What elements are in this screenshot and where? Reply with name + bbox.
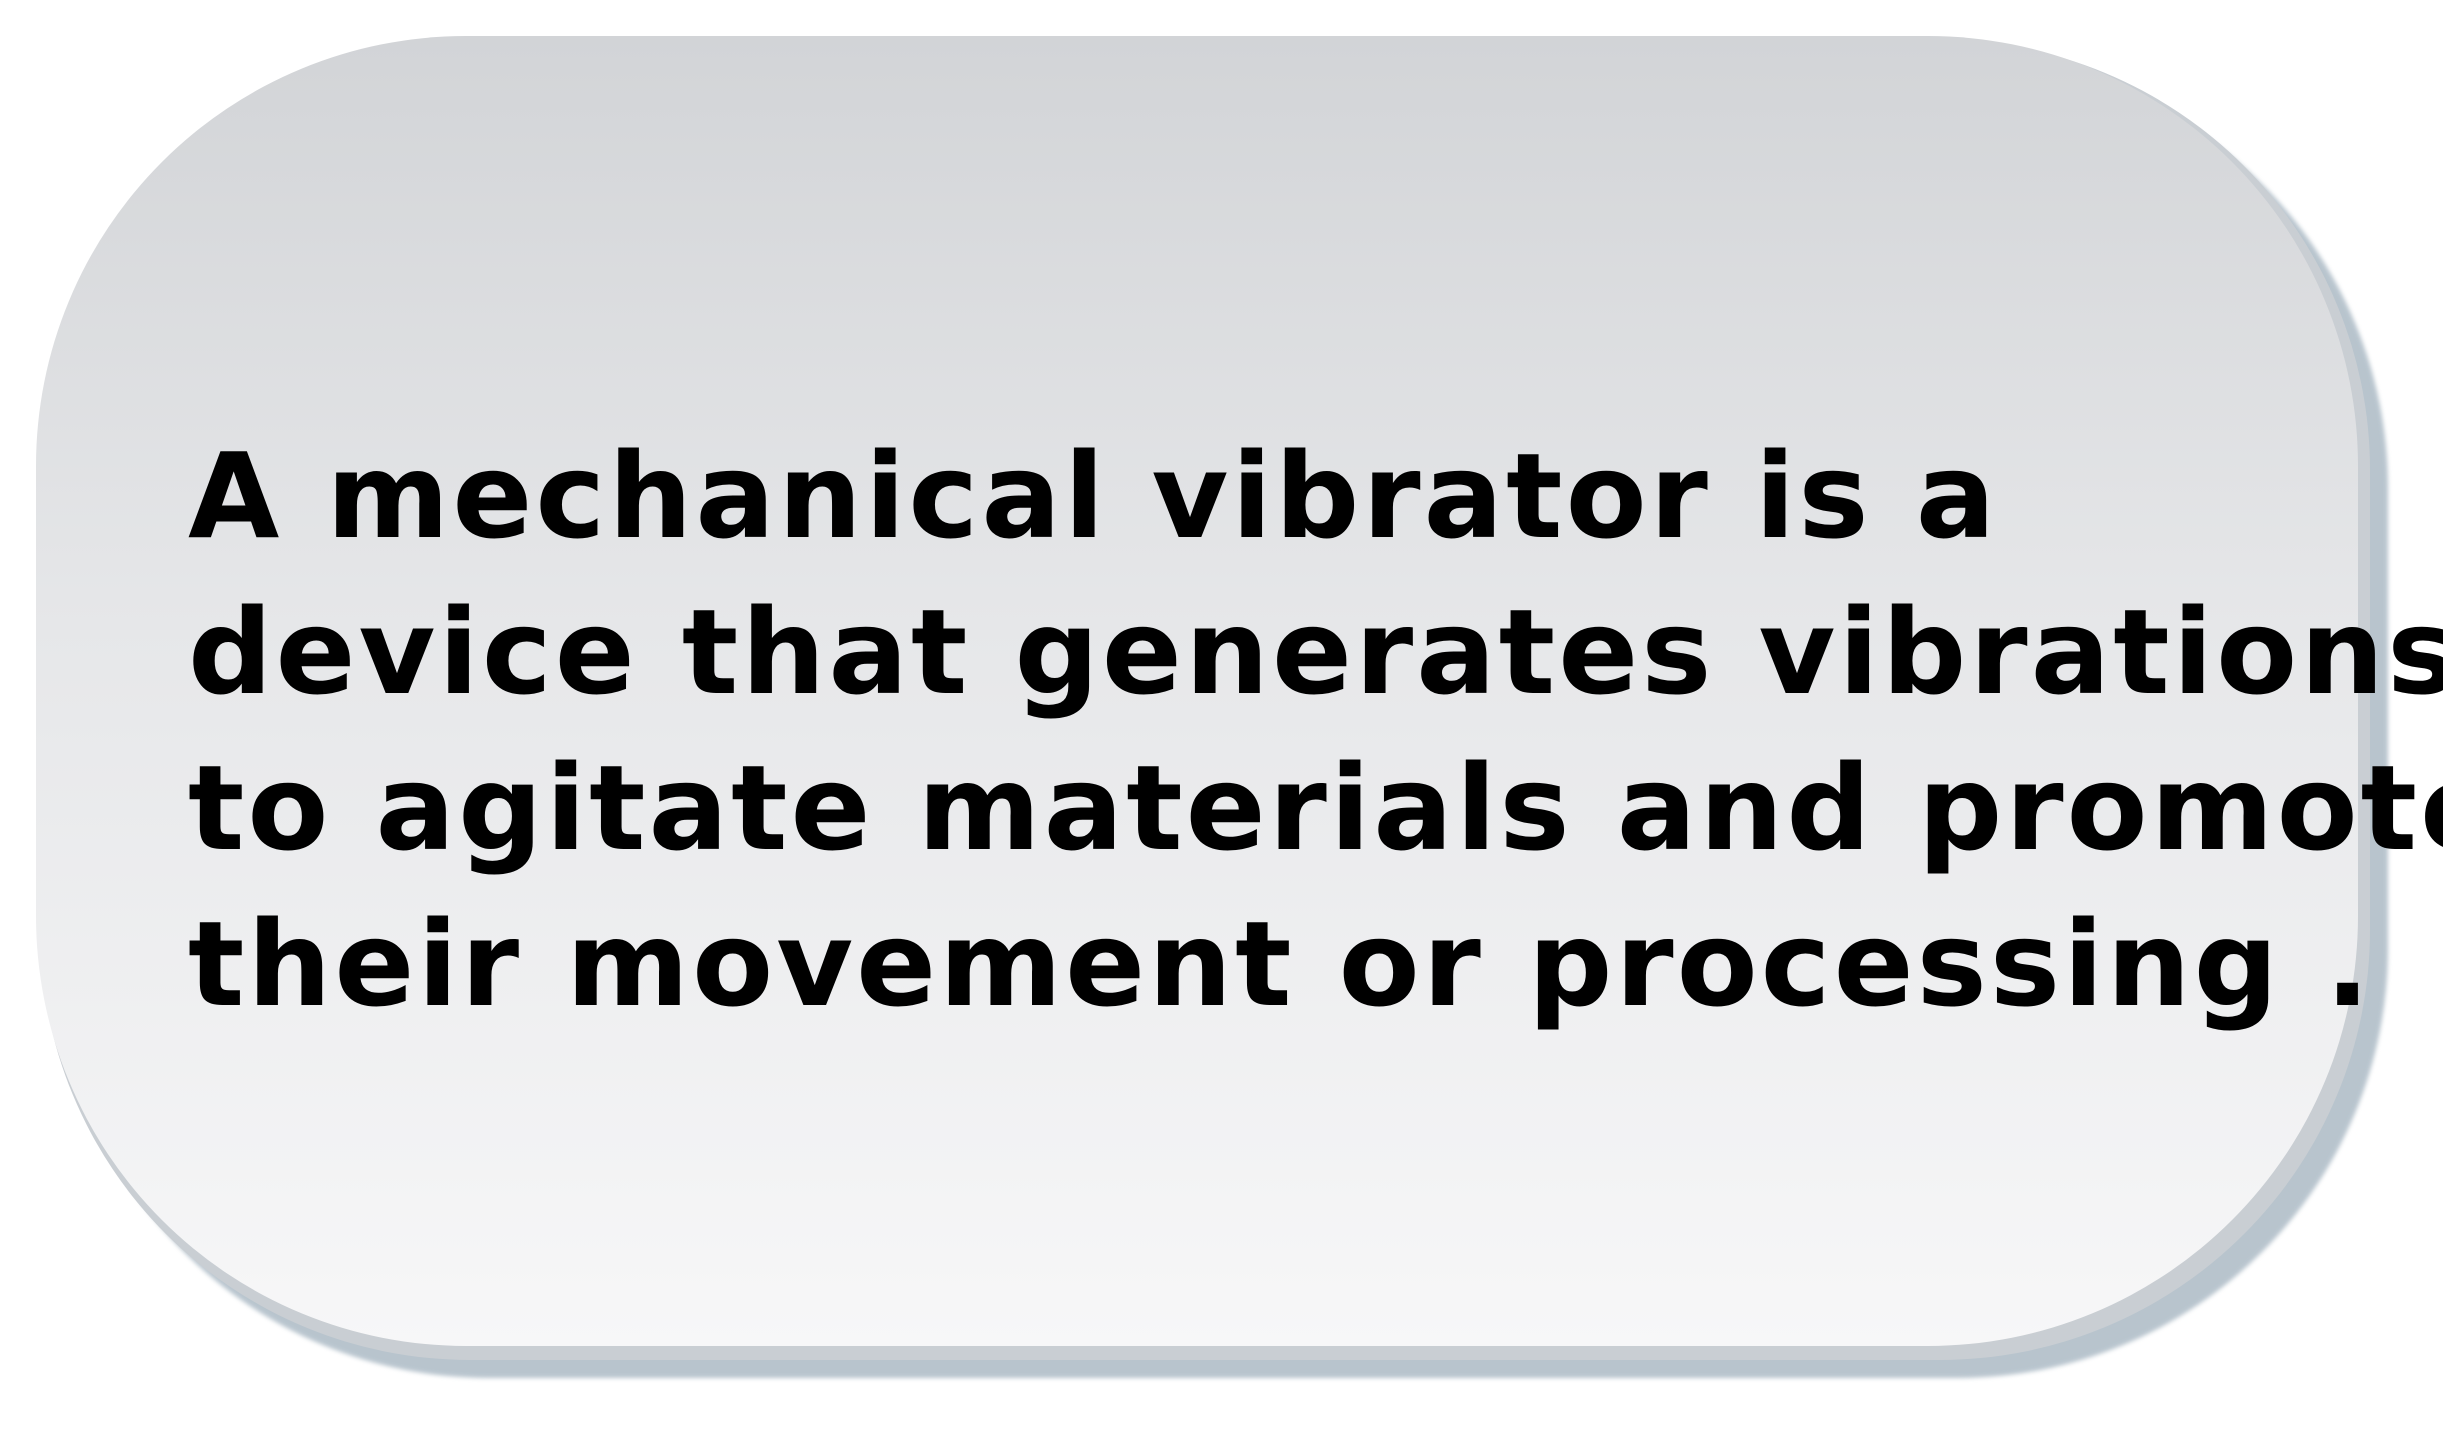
text-line-4: their movement or processing . xyxy=(188,895,2373,1033)
text-line-1: A mechanical vibrator is a xyxy=(188,427,1999,565)
text-line-3: to agitate materials and promote xyxy=(188,739,2443,877)
card-text: A mechanical vibrator is a device that ge… xyxy=(188,418,2443,1042)
rounded-text-card xyxy=(36,36,2358,1346)
text-line-2: device that generates vibrations xyxy=(188,583,2443,721)
